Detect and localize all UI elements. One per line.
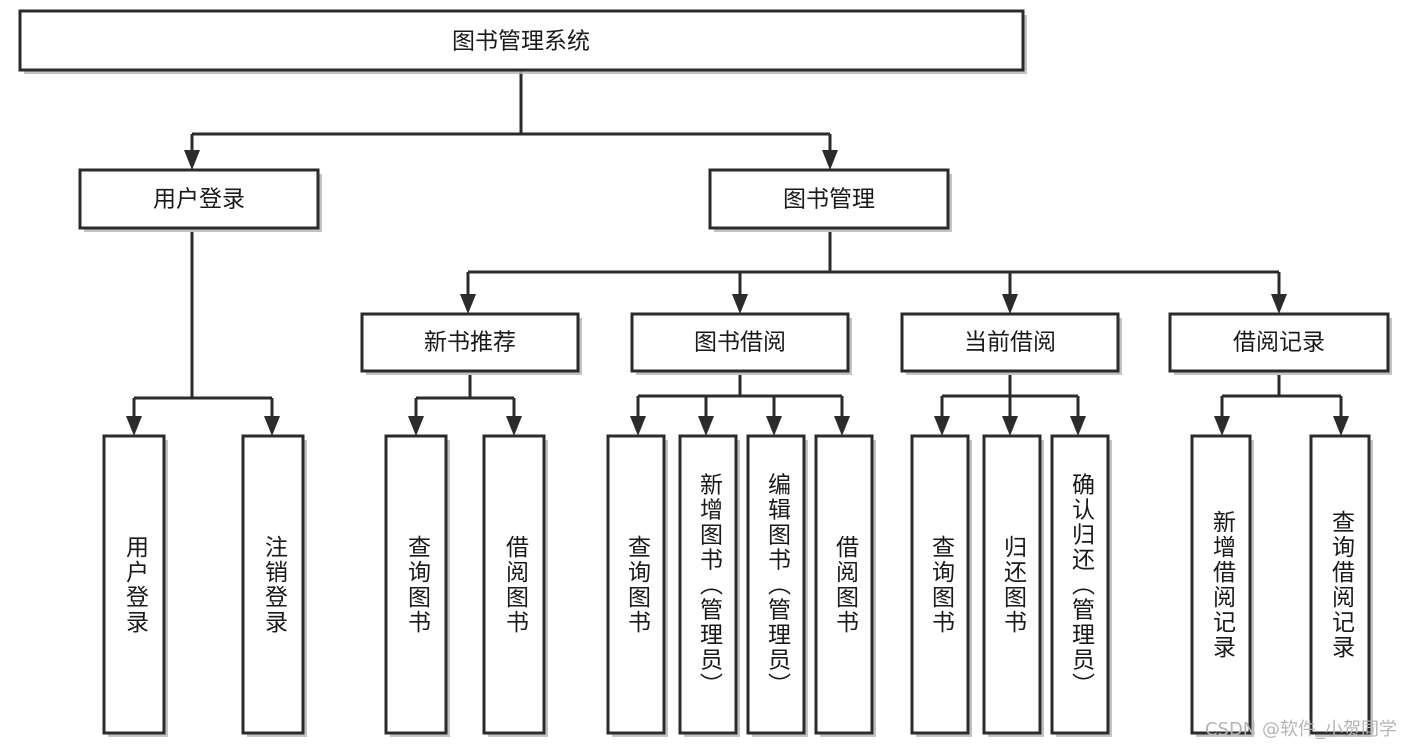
arrowhead-book-manage bbox=[822, 150, 838, 170]
arrowhead-leaf-add-book bbox=[698, 416, 714, 436]
node-new-book-rec[interactable]: 新书推荐 bbox=[360, 312, 582, 375]
node-leaf-borrow-book-2[interactable]: 借阅图书 bbox=[814, 434, 876, 737]
node-current-borrow[interactable]: 当前借阅 bbox=[900, 312, 1122, 375]
edge-group-new-book-rec bbox=[408, 375, 522, 436]
node-leaf-return-book-box[interactable] bbox=[982, 434, 1042, 735]
node-leaf-user-login-box[interactable] bbox=[102, 434, 166, 735]
node-current-borrow-box[interactable] bbox=[900, 312, 1120, 373]
edge-group-current-borrow bbox=[934, 375, 1086, 436]
node-book-borrow[interactable]: 图书借阅 bbox=[630, 312, 852, 375]
arrowhead-book-borrow bbox=[732, 294, 748, 314]
node-leaf-logout-login-box[interactable] bbox=[241, 434, 305, 735]
node-book-borrow-box[interactable] bbox=[630, 312, 850, 373]
arrowhead-leaf-borrow-book-2 bbox=[834, 416, 850, 436]
arrowhead-leaf-edit-book bbox=[766, 416, 782, 436]
edge-group-book-borrow bbox=[630, 375, 850, 436]
arrowhead-user-login bbox=[184, 150, 200, 170]
node-leaf-logout-login[interactable]: 注销登录 bbox=[241, 434, 307, 737]
node-leaf-add-book[interactable]: 新增图书（管理员） bbox=[678, 434, 740, 737]
edge-group-book-manage bbox=[460, 232, 1287, 314]
arrowhead-leaf-borrow-book-1 bbox=[506, 416, 522, 436]
arrowhead-leaf-return-book bbox=[1002, 416, 1018, 436]
edge-group-borrow-record bbox=[1214, 375, 1349, 436]
node-user-login-label: 用户登录 bbox=[153, 187, 245, 213]
node-leaf-add-record-label: 新增借阅记录 bbox=[1209, 510, 1237, 660]
node-leaf-query-record[interactable]: 查询借阅记录 bbox=[1309, 434, 1373, 737]
node-leaf-borrow-book-1-label: 借阅图书 bbox=[502, 535, 530, 635]
node-leaf-edit-book[interactable]: 编辑图书（管理员） bbox=[746, 434, 808, 737]
node-root[interactable]: 图书管理系统 bbox=[18, 9, 1027, 74]
node-leaf-add-book-label: 新增图书（管理员） bbox=[696, 473, 724, 698]
node-leaf-query-book-1-box[interactable] bbox=[384, 434, 448, 735]
node-leaf-logout-login-label: 注销登录 bbox=[261, 535, 289, 635]
node-leaf-query-book-3-label: 查询图书 bbox=[928, 535, 956, 635]
node-current-borrow-label: 当前借阅 bbox=[964, 330, 1056, 356]
node-user-login-box[interactable] bbox=[78, 168, 320, 230]
node-leaf-confirm-return-label: 确认归还（管理员） bbox=[1068, 473, 1096, 698]
node-leaf-return-book[interactable]: 归还图书 bbox=[982, 434, 1044, 737]
node-root-box[interactable] bbox=[18, 9, 1025, 72]
arrowhead-leaf-add-record bbox=[1214, 416, 1230, 436]
node-leaf-edit-book-box[interactable] bbox=[746, 434, 806, 735]
node-leaf-query-book-2[interactable]: 查询图书 bbox=[606, 434, 668, 737]
node-leaf-query-record-label: 查询借阅记录 bbox=[1328, 510, 1356, 660]
node-leaf-confirm-return-box[interactable] bbox=[1050, 434, 1110, 735]
node-leaf-user-login[interactable]: 用户登录 bbox=[102, 434, 168, 737]
node-leaf-return-book-label: 归还图书 bbox=[1000, 535, 1028, 635]
arrowhead-leaf-confirm-return bbox=[1070, 416, 1086, 436]
arrowhead-leaf-user-login bbox=[126, 416, 142, 436]
arrowhead-leaf-query-book-1 bbox=[408, 416, 424, 436]
node-borrow-record-label: 借阅记录 bbox=[1233, 330, 1325, 356]
node-leaf-borrow-book-2-label: 借阅图书 bbox=[832, 535, 860, 635]
node-new-book-rec-box[interactable] bbox=[360, 312, 580, 373]
node-leaf-borrow-book-1[interactable]: 借阅图书 bbox=[482, 434, 548, 737]
arrowhead-leaf-query-book-2 bbox=[630, 416, 646, 436]
node-borrow-record[interactable]: 借阅记录 bbox=[1168, 312, 1392, 375]
arrowhead-borrow-record bbox=[1271, 294, 1287, 314]
node-book-borrow-label: 图书借阅 bbox=[694, 330, 786, 356]
arrowhead-leaf-query-record bbox=[1333, 416, 1349, 436]
node-leaf-query-record-box[interactable] bbox=[1309, 434, 1371, 735]
node-leaf-borrow-book-1-box[interactable] bbox=[482, 434, 546, 735]
arrowhead-leaf-logout-login bbox=[264, 416, 280, 436]
arrowhead-new-book-rec bbox=[460, 294, 476, 314]
node-leaf-borrow-book-2-box[interactable] bbox=[814, 434, 874, 735]
node-leaf-add-record[interactable]: 新增借阅记录 bbox=[1190, 434, 1254, 737]
edge-group-user-login bbox=[126, 232, 280, 436]
node-root-label: 图书管理系统 bbox=[452, 29, 590, 55]
node-leaf-confirm-return[interactable]: 确认归还（管理员） bbox=[1050, 434, 1112, 737]
node-leaf-edit-book-label: 编辑图书（管理员） bbox=[764, 473, 792, 698]
node-leaf-query-book-2-box[interactable] bbox=[606, 434, 666, 735]
node-leaf-query-book-3[interactable]: 查询图书 bbox=[910, 434, 972, 737]
node-leaf-query-book-1[interactable]: 查询图书 bbox=[384, 434, 450, 737]
node-leaf-add-book-box[interactable] bbox=[678, 434, 738, 735]
node-leaf-query-book-3-box[interactable] bbox=[910, 434, 970, 735]
edge-group-root bbox=[184, 70, 838, 170]
node-book-manage-box[interactable] bbox=[708, 168, 950, 230]
node-new-book-rec-label: 新书推荐 bbox=[424, 330, 516, 356]
node-leaf-query-book-2-label: 查询图书 bbox=[624, 535, 652, 635]
node-book-manage[interactable]: 图书管理 bbox=[708, 168, 952, 232]
node-user-login[interactable]: 用户登录 bbox=[78, 168, 322, 232]
node-borrow-record-box[interactable] bbox=[1168, 312, 1390, 373]
node-leaf-add-record-box[interactable] bbox=[1190, 434, 1252, 735]
arrowhead-leaf-query-book-3 bbox=[934, 416, 950, 436]
arrowhead-current-borrow bbox=[1002, 294, 1018, 314]
node-leaf-query-book-1-label: 查询图书 bbox=[404, 535, 432, 635]
node-book-manage-label: 图书管理 bbox=[783, 187, 875, 213]
node-leaf-user-login-label: 用户登录 bbox=[122, 535, 150, 635]
